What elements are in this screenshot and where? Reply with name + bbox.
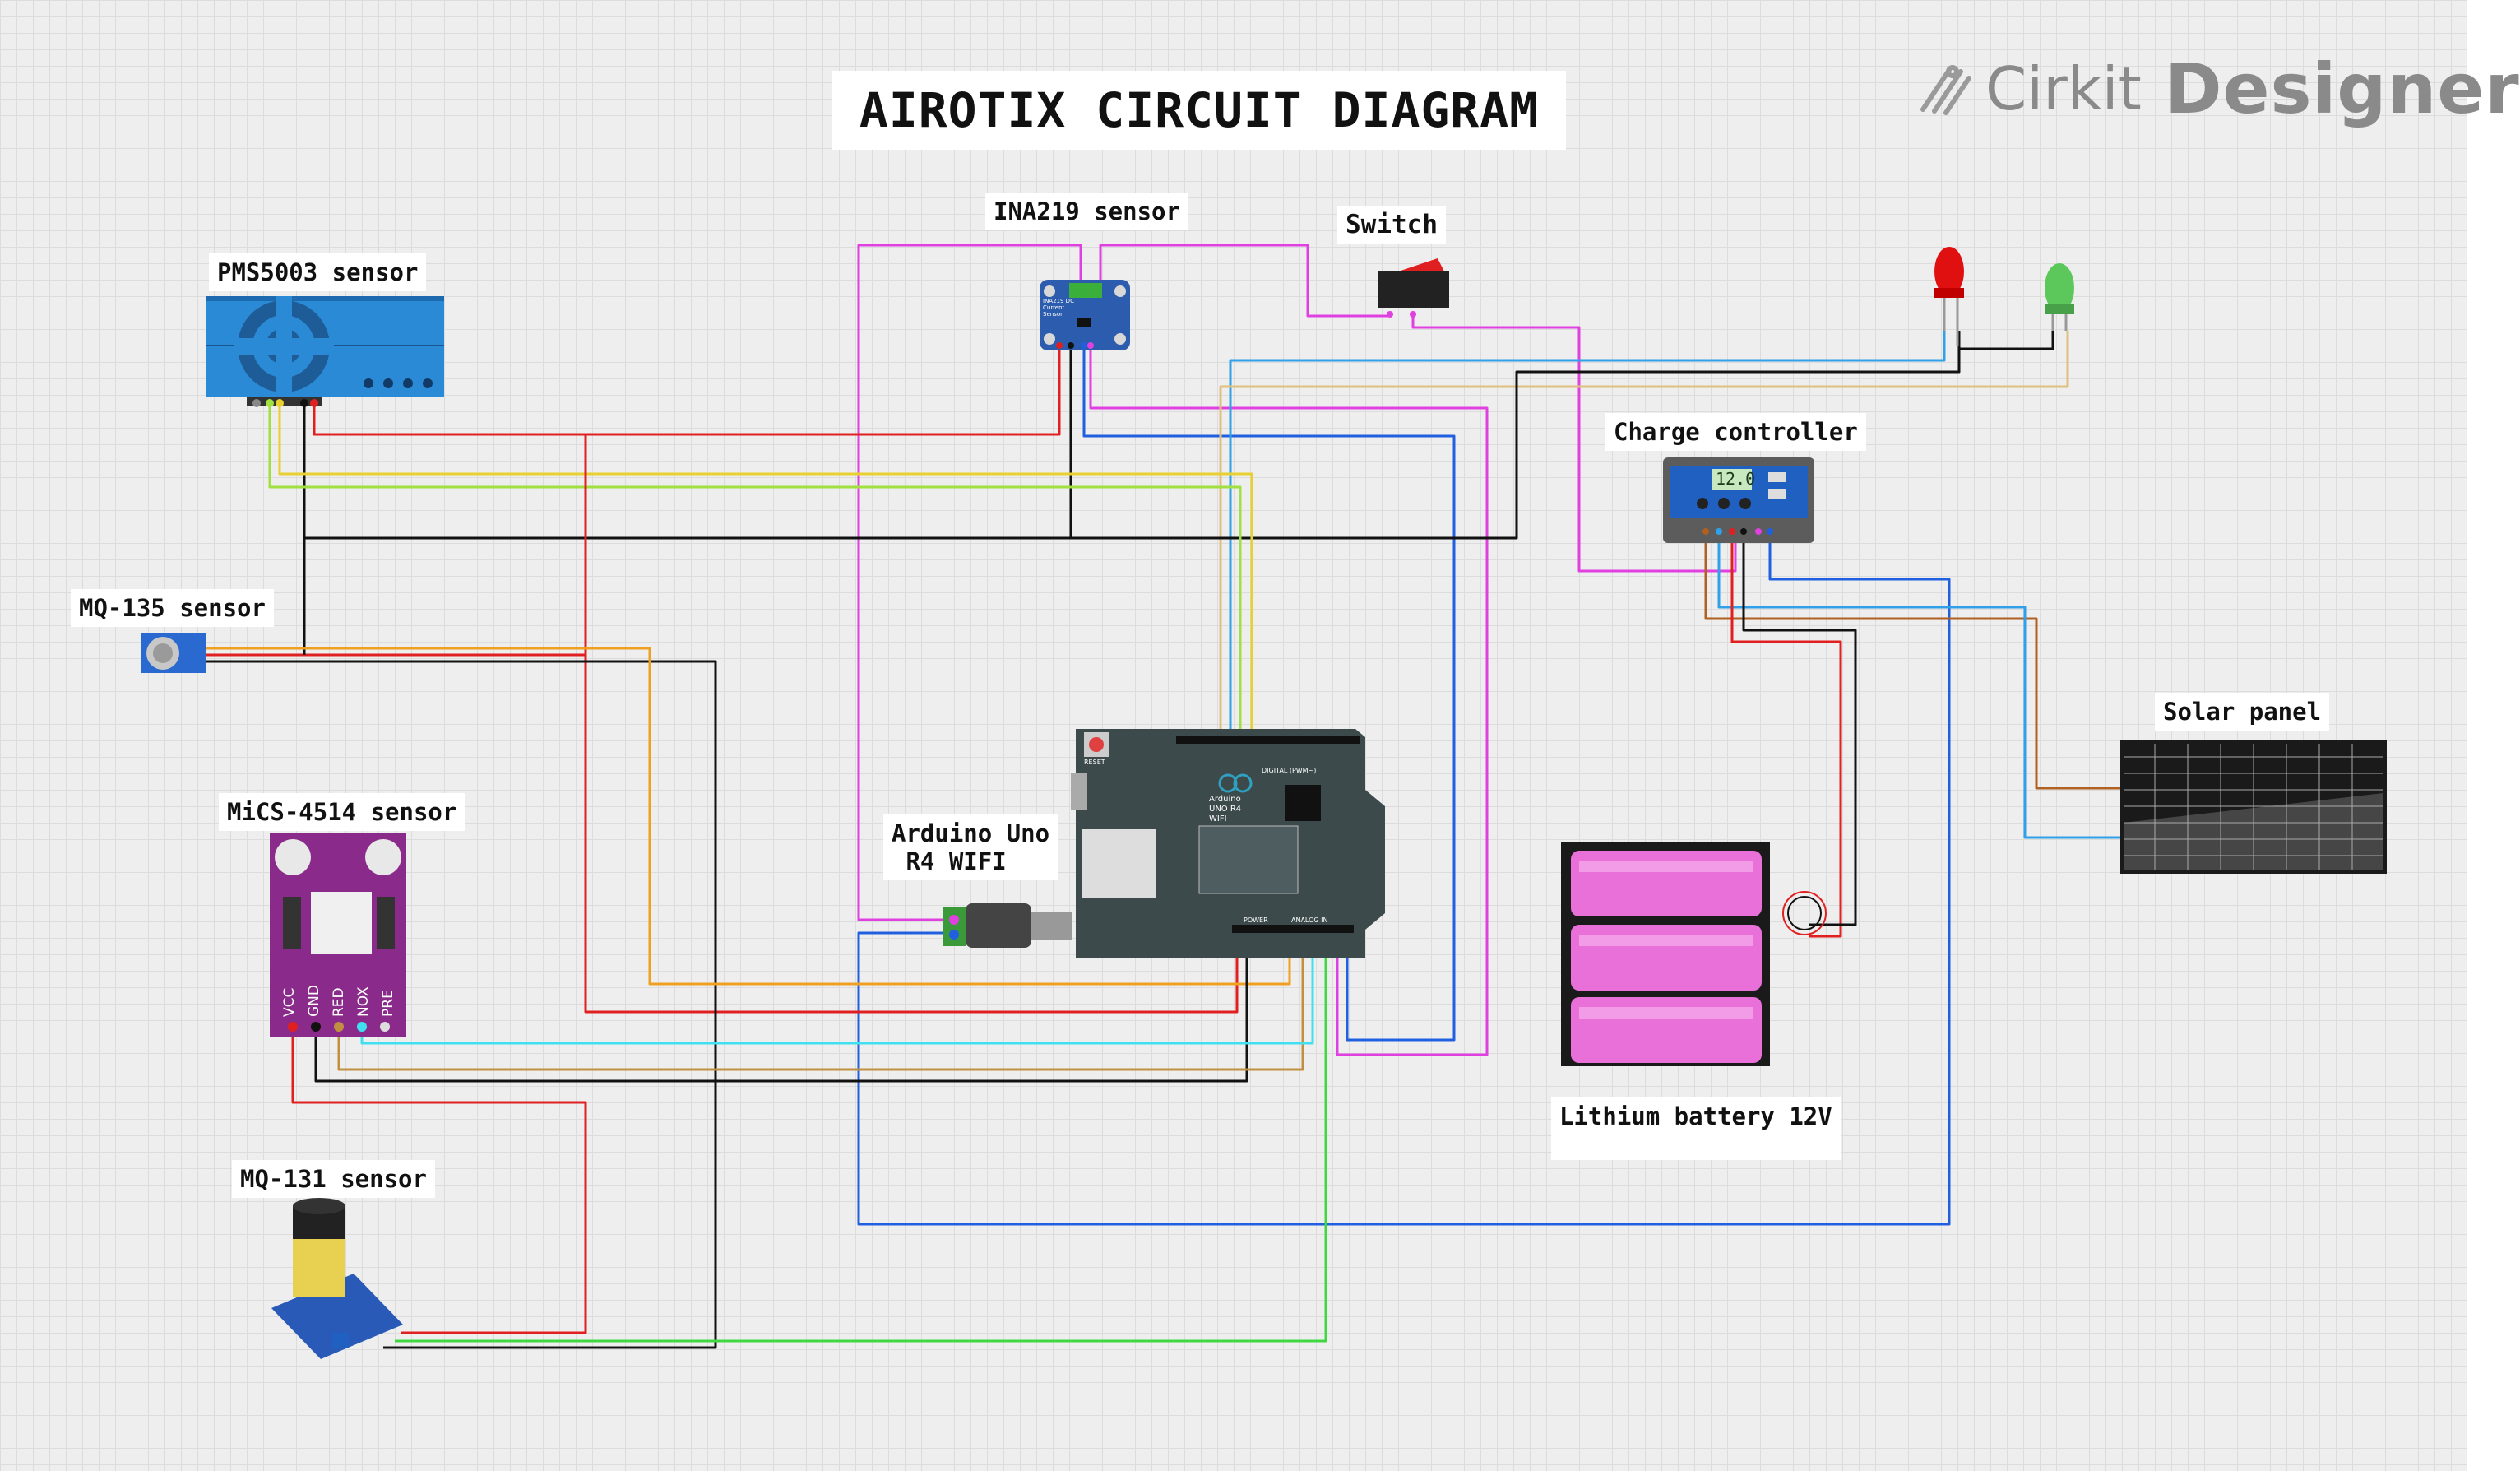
wire-magenta-jack-ina[interactable]	[857, 244, 1082, 921]
wire-layer	[141, 244, 2387, 1359]
battery-wire-coil	[1782, 891, 1827, 935]
wire-magenta-switch-cc[interactable]	[1411, 316, 1737, 573]
arduino-uno-r4-board[interactable]	[1071, 729, 1385, 958]
label-mics4514: MiCS-4514 sensor	[219, 793, 466, 831]
arduino-analog-label: ANALOG IN	[1291, 916, 1328, 924]
wire-brown-cc-solar[interactable]	[1704, 531, 2124, 790]
charge-controller-lcd-readout: 12.0	[1716, 469, 1756, 489]
diagram-title: AIROTIX CIRCUIT DIAGRAM	[832, 71, 1566, 150]
charge-controller-module[interactable]	[1663, 457, 1814, 543]
label-mq131: MQ-131 sensor	[232, 1160, 435, 1198]
wire-tan-arduino-led[interactable]	[1219, 331, 2069, 737]
wire-lime-pms-arduino[interactable]	[268, 403, 1242, 737]
arduino-digital-label: DIGITAL (PWM~)	[1262, 767, 1317, 774]
wire-green-mq131[interactable]	[395, 946, 1327, 1343]
label-solar-panel: Solar panel	[2155, 693, 2330, 731]
wire-lightblue-arduino-led[interactable]	[1229, 331, 1946, 737]
arduino-brand-line1: Arduino	[1209, 795, 1241, 804]
wire-blue-ina-arduino[interactable]	[1082, 346, 1456, 1042]
arduino-reset-label: RESET	[1084, 759, 1105, 766]
mics4514-module[interactable]	[270, 833, 406, 1037]
wire-red-mics[interactable]	[291, 1027, 587, 1334]
wire-black-led-link[interactable]	[1959, 331, 2054, 350]
arduino-brand-text: Arduino UNO R4 WIFI	[1209, 795, 1241, 824]
mics-pin-red: RED	[331, 987, 347, 1017]
mics-pin-gnd: GND	[306, 985, 322, 1017]
cirkit-logo-icon	[1920, 65, 1971, 115]
wire-blue-jack-cc[interactable]	[857, 531, 1951, 1226]
rocker-switch[interactable]	[1378, 258, 1449, 318]
arduino-brand-line2: UNO R4	[1209, 805, 1242, 814]
ina219-module[interactable]	[1040, 280, 1130, 350]
lithium-battery-pack[interactable]	[1561, 842, 1770, 1066]
label-ina219: INA219 sensor	[985, 193, 1188, 230]
wire-cyan-mics[interactable]	[360, 946, 1314, 1045]
wire-black-led-gnd[interactable]	[303, 331, 1961, 540]
battery-wire-coil-black	[1787, 896, 1822, 930]
ina219-board-text: INA219 DC Current Sensor	[1043, 298, 1074, 318]
wire-lightblue-cc-solar[interactable]	[1717, 531, 2124, 839]
wire-olive-mics[interactable]	[337, 946, 1304, 1071]
cirkit-designer-logo: Cirkit Designer	[1916, 48, 2520, 130]
arduino-power-label: POWER	[1244, 916, 1268, 924]
wire-magenta-ina-arduino[interactable]	[1089, 346, 1489, 1056]
red-led[interactable]	[1934, 247, 1964, 346]
wire-yellow-pms-arduino[interactable]	[278, 403, 1253, 737]
mics-pin-vcc: VCC	[281, 987, 298, 1017]
wire-red-pms[interactable]	[313, 346, 1061, 436]
label-pms5003: PMS5003 sensor	[209, 253, 427, 291]
wire-black-mq135[interactable]	[206, 660, 717, 1349]
pms5003-module[interactable]	[206, 296, 444, 407]
wire-black-cc-battery[interactable]	[1742, 531, 1857, 926]
wire-red-bus[interactable]	[584, 434, 1239, 1014]
logo-word-designer: Designer	[2164, 49, 2520, 129]
mq135-module[interactable]	[141, 633, 206, 673]
wire-black-mics[interactable]	[314, 946, 1248, 1083]
label-battery: Lithium battery 12V	[1551, 1097, 1841, 1160]
mq131-module[interactable]	[271, 1198, 403, 1359]
green-led[interactable]	[2045, 263, 2074, 331]
label-arduino: Arduino Uno R4 WIFI	[883, 814, 1058, 880]
mics-pin-labels: VCC GND RED NOX PRE	[281, 979, 396, 1017]
label-mq135: MQ-135 sensor	[71, 589, 274, 627]
solar-panel[interactable]	[2120, 740, 2387, 874]
mics-pin-pre: PRE	[380, 990, 396, 1017]
wire-red-cc-battery[interactable]	[1730, 531, 1842, 938]
label-charge-controller: Charge controller	[1605, 413, 1866, 451]
arduino-brand-line3: WIFI	[1209, 814, 1227, 824]
wire-magenta-ina-switch[interactable]	[1099, 244, 1390, 318]
dc-power-jack[interactable]	[943, 903, 1072, 948]
wire-orange-mq135[interactable]	[206, 647, 1291, 986]
logo-word-cirkit: Cirkit	[1985, 54, 2142, 123]
label-switch: Switch	[1337, 206, 1446, 244]
mics-pin-nox: NOX	[355, 986, 372, 1017]
